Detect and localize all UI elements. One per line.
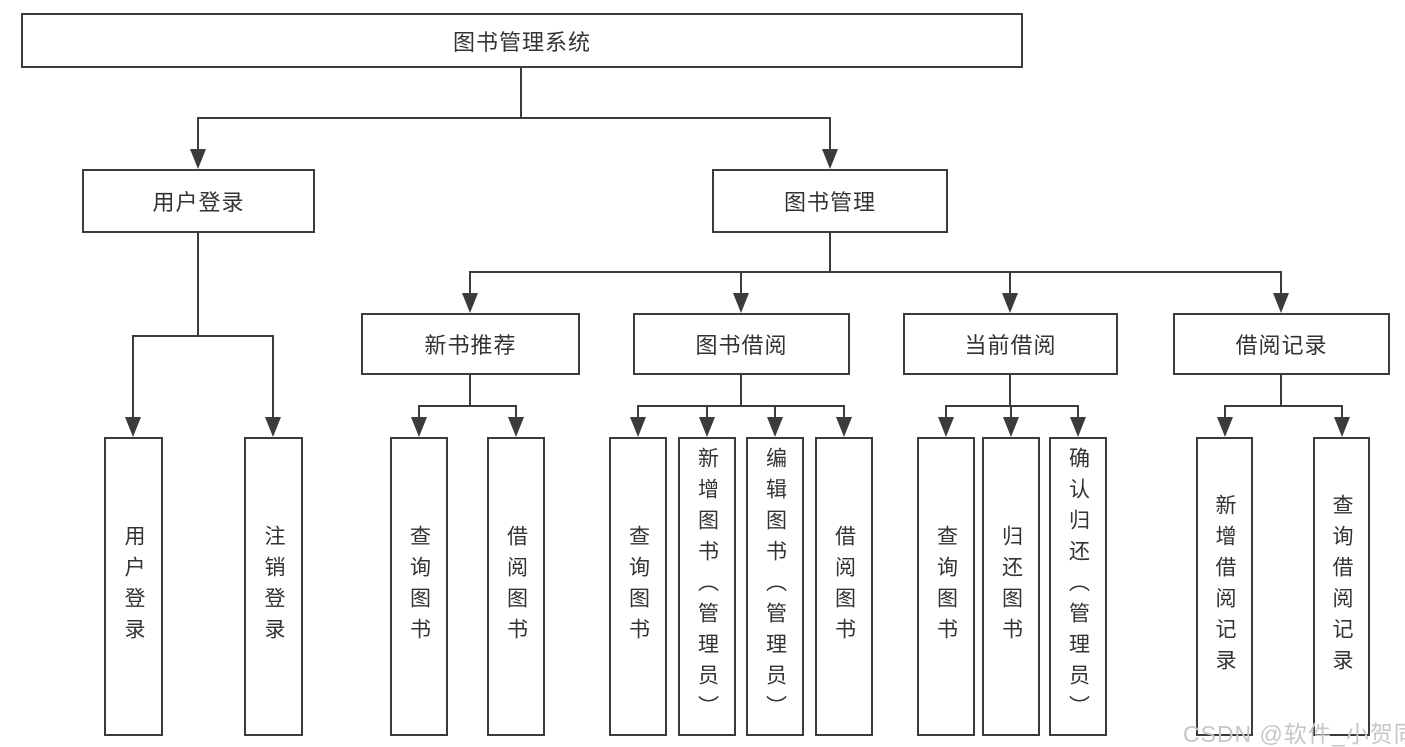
arrowhead (836, 417, 852, 437)
node-book-borrow: 图书借阅 (633, 313, 850, 375)
arrowhead (1334, 417, 1350, 437)
leaf-query-borrow-record: 查询借阅记录 (1313, 437, 1370, 736)
node-label: 新增借阅记录 (1213, 493, 1236, 680)
node-label: 查询图书 (407, 524, 431, 649)
connector-records-split (1224, 375, 1343, 419)
leaf-user-login: 用户登录 (104, 437, 163, 736)
connector-current-borrow-split (945, 375, 1079, 419)
arrowhead (822, 149, 838, 169)
arrowhead (630, 417, 646, 437)
node-label: 查询图书 (626, 524, 650, 649)
node-label: 借阅图书 (832, 524, 856, 649)
arrowhead (767, 417, 783, 437)
arrowhead (699, 417, 715, 437)
arrowhead (938, 417, 954, 437)
arrowhead (125, 417, 141, 437)
connector-book-borrow-split (637, 375, 845, 419)
arrowhead (1003, 417, 1019, 437)
leaf-query-books-3: 查询图书 (917, 437, 975, 736)
arrowhead (1070, 417, 1086, 437)
connector-user-login-split (132, 233, 274, 419)
leaf-borrow-books-2: 借阅图书 (815, 437, 873, 736)
leaf-query-books-2: 查询图书 (609, 437, 667, 736)
leaf-edit-books-admin: 编辑图书（管理员） (746, 437, 804, 736)
node-label: 归还图书 (999, 524, 1023, 649)
node-new-book-recommend: 新书推荐 (361, 313, 580, 375)
leaf-logout: 注销登录 (244, 437, 303, 736)
arrowhead (265, 417, 281, 437)
node-label: 新增图书（管理员） (695, 447, 719, 726)
arrowhead (1002, 293, 1018, 313)
node-user-login: 用户登录 (82, 169, 315, 233)
csdn-watermark: CSDN @软件_小贺同学 (1183, 721, 1405, 747)
leaf-add-books-admin: 新增图书（管理员） (678, 437, 736, 736)
connector-root-split (197, 67, 831, 151)
node-label: 借阅图书 (504, 524, 528, 649)
leaf-query-books-1: 查询图书 (390, 437, 448, 736)
arrowhead (508, 417, 524, 437)
node-book-management: 图书管理 (712, 169, 948, 233)
node-current-borrow: 当前借阅 (903, 313, 1118, 375)
arrowhead (1217, 417, 1233, 437)
node-label: 图书管理 (783, 190, 876, 215)
arrowhead (1273, 293, 1289, 313)
node-label: 编辑图书（管理员） (763, 447, 787, 726)
node-label: 确认归还（管理员） (1066, 447, 1090, 726)
node-label: 图书管理系统 (452, 29, 591, 55)
leaf-borrow-books-1: 借阅图书 (487, 437, 545, 736)
node-label: 新书推荐 (424, 333, 517, 358)
leaf-return-books: 归还图书 (982, 437, 1040, 736)
node-label: 当前借阅 (964, 333, 1057, 358)
node-label: 图书借阅 (695, 333, 788, 358)
node-label: 用户登录 (152, 190, 245, 215)
node-label: 查询图书 (934, 524, 958, 649)
arrowhead (190, 149, 206, 169)
node-label: 借阅记录 (1235, 333, 1328, 358)
node-label: 注销登录 (262, 524, 285, 649)
node-borrow-records: 借阅记录 (1173, 313, 1390, 375)
leaf-confirm-return-admin: 确认归还（管理员） (1049, 437, 1107, 736)
arrowhead (462, 293, 478, 313)
arrowhead (733, 293, 749, 313)
leaf-add-borrow-record: 新增借阅记录 (1196, 437, 1253, 736)
connector-new-book-split (418, 375, 517, 419)
connector-book-mgmt-split (469, 233, 1282, 295)
node-label: 查询借阅记录 (1330, 493, 1353, 680)
arrowhead (411, 417, 427, 437)
node-root: 图书管理系统 (21, 13, 1023, 68)
node-label: 用户登录 (122, 524, 145, 649)
